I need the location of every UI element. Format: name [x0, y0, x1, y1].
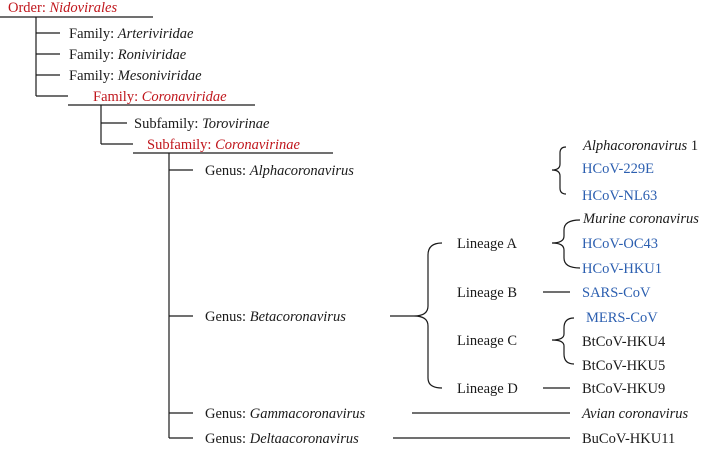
species-btcov-hku5: BtCoV-HKU5	[582, 358, 665, 374]
genus-gammacoronavirus: Genus: Gammacoronavirus	[205, 406, 366, 422]
genus-alphacoronavirus: Genus: Alphacoronavirus	[205, 163, 354, 179]
order-label: Order: Nidovirales	[8, 0, 117, 16]
species-murine-coronavirus: Murine coronavirus	[582, 211, 699, 227]
lineage-brace	[413, 242, 443, 389]
lineage-d-label: Lineage D	[457, 381, 518, 397]
species-sars-cov: SARS-CoV	[582, 285, 651, 301]
lineage-c-species-brace	[551, 317, 575, 365]
family-coronaviridae: Family: Coronaviridae	[93, 89, 227, 105]
species-mers-cov: MERS-CoV	[586, 310, 658, 326]
species-btcov-hku4: BtCoV-HKU4	[582, 334, 666, 350]
species-hcov-229e: HCoV-229E	[582, 161, 654, 177]
species-hcov-nl63: HCoV-NL63	[582, 188, 657, 204]
species-hcov-oc43: HCoV-OC43	[582, 236, 658, 252]
genus-deltaacoronavirus: Genus: Deltaacoronavirus	[205, 431, 359, 447]
family-arteriviridae: Family: Arteriviridae	[69, 26, 194, 42]
lineage-c-label: Lineage C	[457, 333, 517, 349]
lineage-b-label: Lineage B	[457, 285, 517, 301]
species-bucov-hku11: BuCoV-HKU11	[582, 431, 675, 447]
lineage-a-label: Lineage A	[457, 236, 518, 252]
tree-connectors	[0, 16, 581, 439]
genus-betacoronavirus: Genus: Betacoronavirus	[205, 309, 346, 325]
subfamily-torovirinae: Subfamily: Torovirinae	[134, 116, 270, 132]
species-alphacoronavirus-1: Alphacoronavirus 1	[582, 138, 698, 154]
alpha-species-brace	[551, 146, 567, 195]
species-hcov-hku1: HCoV-HKU1	[582, 261, 662, 277]
species-avian-coronavirus: Avian coronavirus	[581, 406, 689, 422]
lineage-a-species-brace	[551, 219, 581, 269]
family-mesoniviridae: Family: Mesoniviridae	[69, 68, 202, 84]
species-btcov-hku9: BtCoV-HKU9	[582, 381, 665, 397]
family-roniviridae: Family: Roniviridae	[69, 47, 187, 63]
subfamily-coronavirinae: Subfamily: Coronavirinae	[147, 137, 300, 153]
